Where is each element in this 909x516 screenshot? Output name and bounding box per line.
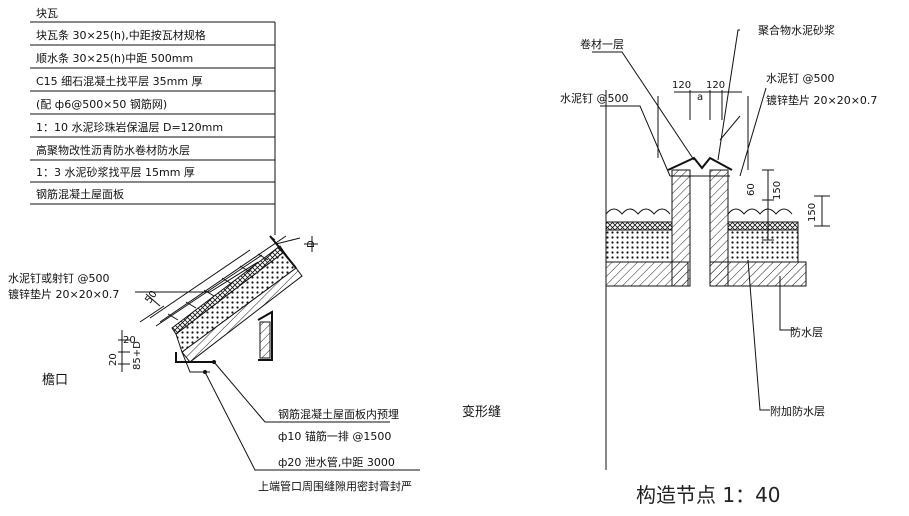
eave-note-1: 钢筋混凝土屋面板内预埋 <box>278 407 399 421</box>
eave-dim-20a: 20 <box>123 335 136 346</box>
eave-note-4: 上端管口周围缝隙用密封膏封严 <box>258 479 412 493</box>
joint-dim-150b: 150 <box>807 203 818 222</box>
eave-nail-label: 水泥钉或射钉 @500 <box>8 271 110 285</box>
joint-nail-left: 水泥钉 @500 <box>560 92 629 105</box>
eave-note-2: ф10 锚筋一排 @1500 <box>278 429 391 443</box>
nail-leader <box>135 261 259 293</box>
eave-dim-85: 85+D <box>132 341 143 370</box>
layer-7: 高聚物改性沥青防水卷材防水层 <box>36 143 190 157</box>
eave-title: 檐口 <box>42 373 68 388</box>
layer-5: (配 ф6@500×50 钢筋网) <box>36 97 167 111</box>
layer-8: 1：3 水泥砂浆找平层 15mm 厚 <box>36 165 195 179</box>
eave-detail: D 50 20 20 85+D 水泥钉或射钉 @500 镀锌垫片 20×20×0… <box>8 235 420 493</box>
joint-mortar-label: 聚合物水泥砂浆 <box>758 23 835 37</box>
joint-dim-a: a <box>697 92 703 103</box>
joint-nail-right: 水泥钉 @500 <box>766 72 835 85</box>
joint-dim-120a: 120 <box>672 80 691 91</box>
joint-dim-60: 60 <box>746 183 757 196</box>
eave-note-3: ф20 泄水管,中距 3000 <box>278 455 395 469</box>
layer-4: C15 细石混凝土找平层 35mm 厚 <box>36 74 203 88</box>
layer-2: 块瓦条 30×25(h),中距按瓦材规格 <box>36 28 206 42</box>
scale-title: 构造节点 1：40 <box>636 483 781 507</box>
layer-1: 块瓦 <box>36 7 58 20</box>
eave-washer-label: 镀锌垫片 20×20×0.7 <box>8 287 119 301</box>
joint-extra-waterproof: 附加防水层 <box>770 404 825 418</box>
layer-9: 钢筋混凝土屋面板 <box>36 187 124 201</box>
layer-6: 1：10 水泥珍珠岩保温层 D=120mm <box>36 120 223 134</box>
insulation-layer <box>175 251 297 353</box>
joint-waterproof: 防水层 <box>790 325 823 339</box>
eave-dim-d: D <box>306 240 317 248</box>
layer-list: 块瓦 块瓦条 30×25(h),中距按瓦材规格 顺水条 30×25(h)中距 5… <box>30 7 276 235</box>
layer-3: 顺水条 30×25(h)中距 500mm <box>36 51 193 65</box>
joint-dim-150a: 150 <box>772 181 783 200</box>
joint-detail: 卷材一层 聚合物水泥砂浆 水泥钉 @500 水泥钉 @500 镀锌垫片 20×2… <box>462 23 877 507</box>
joint-washer-right: 镀锌垫片 20×20×0.7 <box>766 93 877 107</box>
joint-dim-120b: 120 <box>706 80 725 91</box>
joint-membrane-label: 卷材一层 <box>580 37 624 51</box>
eave-dim-20b: 20 <box>108 353 119 366</box>
joint-title: 变形缝 <box>462 404 501 420</box>
